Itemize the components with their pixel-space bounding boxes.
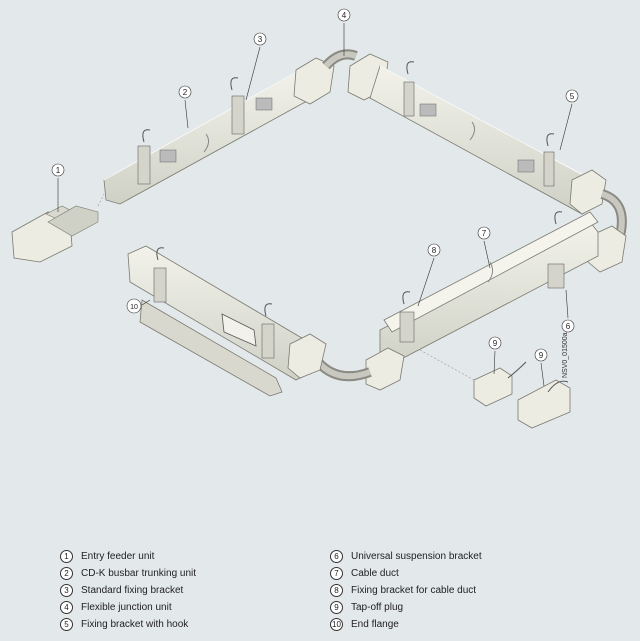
callout-1: 1 — [56, 166, 61, 175]
trunking-unit-left — [103, 57, 335, 205]
legend-text: Flexible junction unit — [81, 602, 172, 613]
flexible-junction-top — [322, 49, 358, 70]
legend-number: 9 — [330, 601, 343, 614]
legend-text: Tap-off plug — [351, 602, 404, 613]
legend-number: 3 — [60, 584, 73, 597]
legend-text: Cable duct — [351, 568, 399, 579]
legend-item: 10 End flange — [330, 616, 598, 633]
legend-number: 6 — [330, 550, 343, 563]
legend-item: 5 Fixing bracket with hook — [60, 616, 328, 633]
flexible-junction-bottom — [314, 358, 372, 382]
legend-number: 7 — [330, 567, 343, 580]
legend-number: 2 — [60, 567, 73, 580]
legend-text: Fixing bracket with hook — [81, 619, 189, 630]
legend-right-column: 6 Universal suspension bracket 7 Cable duc… — [330, 548, 598, 633]
legend-text: CD-K busbar trunking unit — [81, 568, 197, 579]
callout-2: 2 — [183, 88, 188, 97]
legend-text: Standard fixing bracket — [81, 585, 184, 596]
legend-number: 8 — [330, 584, 343, 597]
drawing-code: NSV0_01500a — [562, 332, 569, 378]
trunking-front-right — [365, 211, 599, 391]
callout-5: 5 — [570, 92, 575, 101]
trunking-unit-right — [347, 53, 607, 215]
legend-item: 6 Universal suspension bracket — [330, 548, 598, 565]
tap-off-plugs — [419, 349, 571, 429]
callout-9a: 9 — [493, 339, 498, 348]
legend-text: End flange — [351, 619, 399, 630]
legend-number: 5 — [60, 618, 73, 631]
legend-text: Fixing bracket for cable duct — [351, 585, 477, 596]
trunking-front-left — [127, 245, 327, 397]
legend-item: 2 CD-K busbar trunking unit — [60, 565, 328, 582]
legend-item: 7 Cable duct — [330, 565, 598, 582]
busbar-system-diagram: 1 2 3 4 5 6 7 8 9 9 10 — [11, 8, 627, 429]
legend-number: 10 — [330, 618, 343, 631]
legend: 1 Entry feeder unit 2 CD-K busbar trunking… — [60, 548, 620, 633]
legend-number: 4 — [60, 601, 73, 614]
legend-text: Entry feeder unit — [81, 551, 155, 562]
legend-left-column: 1 Entry feeder unit 2 CD-K busbar trunking… — [60, 548, 328, 633]
callouts: 1 2 3 4 5 6 7 8 9 9 10 — [51, 8, 579, 387]
callout-3: 3 — [258, 35, 263, 44]
callout-7: 7 — [482, 229, 487, 238]
callout-4: 4 — [342, 11, 347, 20]
legend-item: 1 Entry feeder unit — [60, 548, 328, 565]
entry-feeder-unit — [11, 193, 105, 263]
legend-item: 9 Tap-off plug — [330, 599, 598, 616]
legend-number: 1 — [60, 550, 73, 563]
callout-10: 10 — [130, 304, 138, 311]
legend-item: 8 Fixing bracket for cable duct — [330, 582, 598, 599]
legend-item: 3 Standard fixing bracket — [60, 582, 328, 599]
legend-text: Universal suspension bracket — [351, 551, 482, 562]
callout-8: 8 — [432, 246, 437, 255]
callout-6: 6 — [566, 322, 571, 331]
legend-item: 4 Flexible junction unit — [60, 599, 328, 616]
callout-9b: 9 — [539, 351, 544, 360]
